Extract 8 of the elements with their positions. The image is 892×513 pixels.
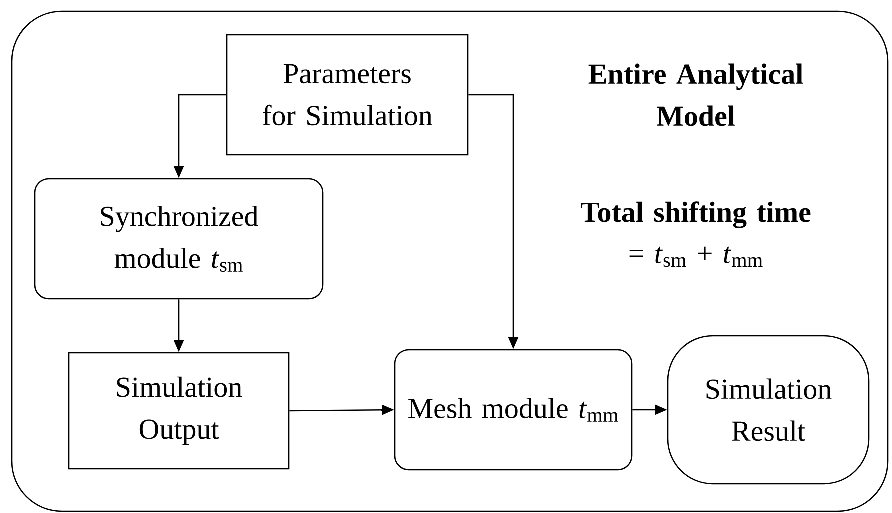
heading: Entire Analytical Model xyxy=(588,64,804,126)
process-box: Simulation Output xyxy=(68,352,290,470)
process-box: Parameters for Simulation xyxy=(226,34,469,156)
heading: Total shifting time xyxy=(580,202,811,228)
process-box: Synchronized module t$_{sm}$ xyxy=(34,178,324,300)
formula-text: = t$_{sm}$ + t$_{mm}$ xyxy=(630,246,763,268)
model-frame xyxy=(11,10,889,512)
process-box: Mesh module t$_{mm}$ xyxy=(394,349,633,471)
